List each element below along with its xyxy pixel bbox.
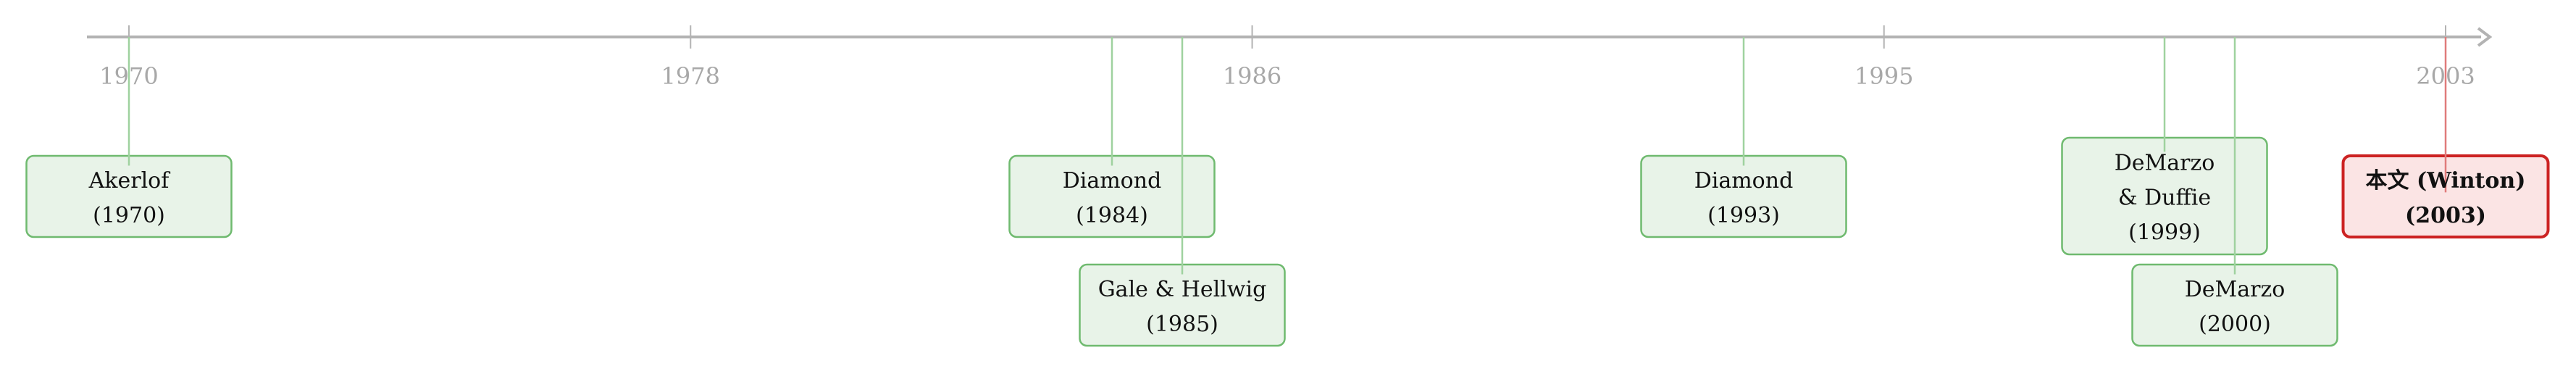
node-label-line: DeMarzo: [2115, 151, 2215, 176]
node-label-line: Akerlof: [88, 168, 171, 194]
node-label-line: (1985): [1146, 312, 1218, 337]
timeline-node-akerlof-1970: Akerlof (1970): [25, 37, 233, 238]
node-label-line: (2000): [2199, 312, 2271, 337]
node-label-line: & Duffie: [2118, 186, 2211, 211]
timeline-node-demarzo-2000: DeMarzo (2000): [2131, 37, 2338, 347]
timeline-node-diamond-1984: Diamond (1984): [1008, 37, 1216, 238]
node-label-line: Gale & Hellwig: [1098, 277, 1267, 302]
node-label-line: DeMarzo: [2185, 277, 2286, 302]
axis-arrowhead: [2477, 27, 2493, 47]
node-label-line: 本文 (Winton): [2366, 168, 2526, 194]
node-label-line: Diamond: [1694, 168, 1794, 194]
node-label-line: (1970): [93, 203, 165, 228]
node-label-line: (1993): [1707, 203, 1780, 228]
year-label-1986: 1986: [1223, 62, 1281, 90]
timeline-node-gale-hellwig-1985: Gale & Hellwig (1985): [1079, 37, 1286, 347]
node-label-line: (2003): [2405, 203, 2486, 228]
timeline-node-diamond-1993: Diamond (1993): [1640, 37, 1847, 238]
timeline-node-winton-2003: 本文 (Winton) (2003): [2341, 37, 2550, 238]
year-label-1995: 1995: [1854, 62, 1913, 90]
node-label-line: Diamond: [1063, 168, 1162, 194]
node-label-line: (1999): [2128, 220, 2201, 246]
node-label-line: (1984): [1076, 203, 1148, 228]
timeline-node-demarzo-duffie-1999: DeMarzo & Duffie (1999): [2061, 37, 2268, 256]
year-label-1978: 1978: [661, 62, 720, 90]
